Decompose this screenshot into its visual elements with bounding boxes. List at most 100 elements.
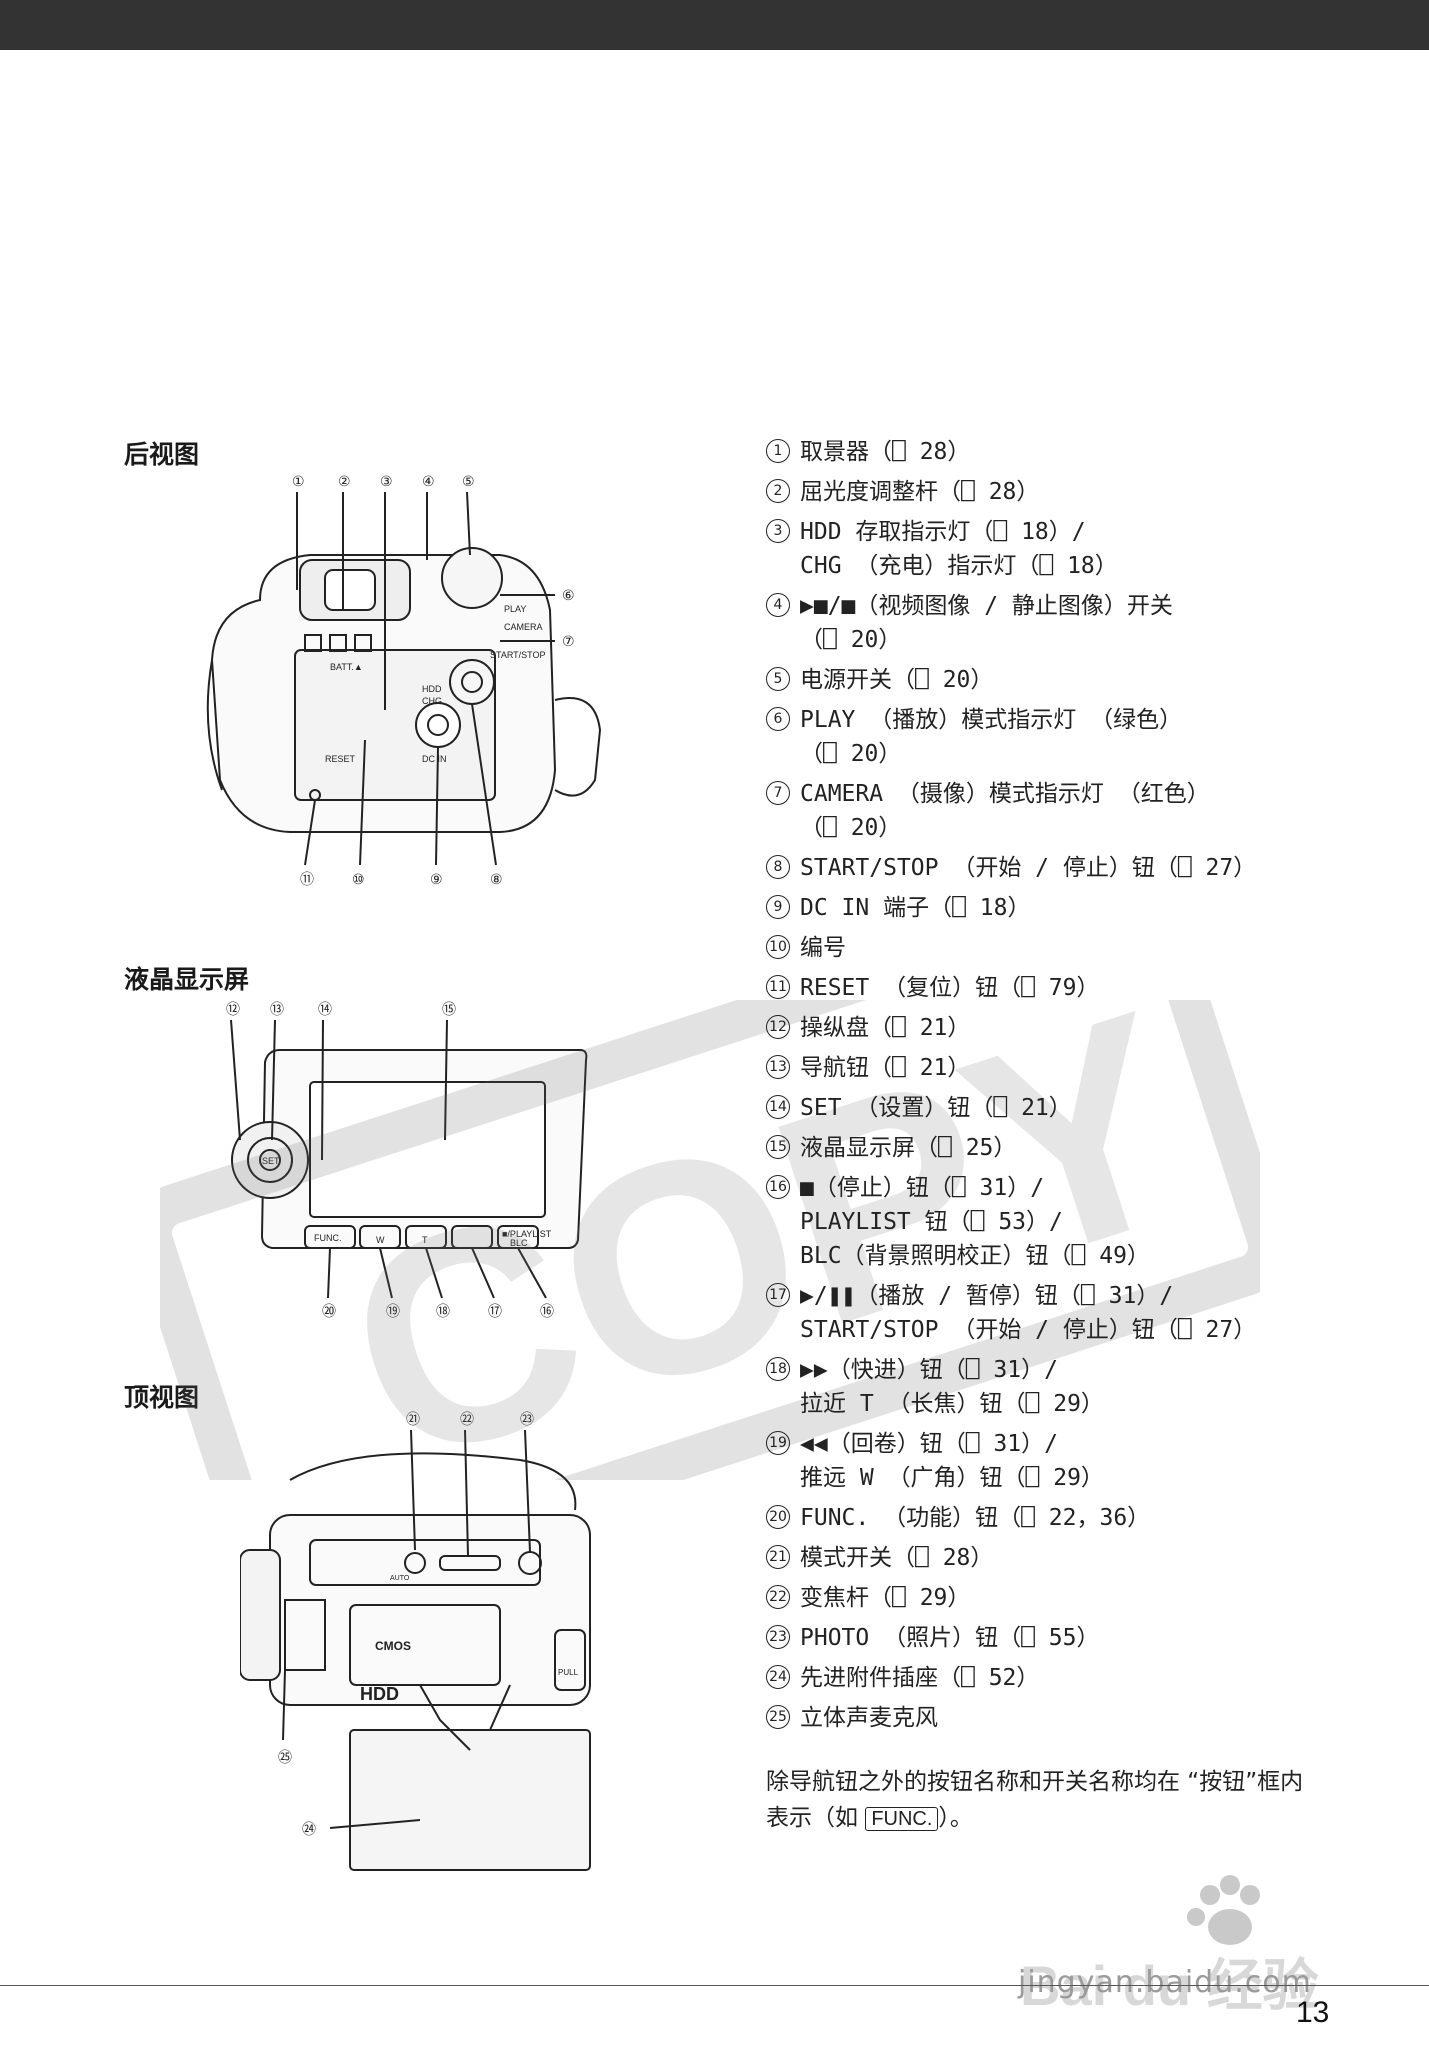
page-number: 13 bbox=[1296, 1996, 1330, 2029]
set-label: SET bbox=[262, 1156, 280, 1166]
legend-text: 取景器（⎕ 28） bbox=[800, 439, 971, 465]
legend-text: SET （设置）钮（⎕ 21） bbox=[800, 1095, 1072, 1121]
svg-text:⑯: ⑯ bbox=[540, 1304, 554, 1320]
start-stop-label: START/STOP bbox=[490, 650, 546, 660]
playlist-label: ■/PLAYLIST bbox=[502, 1229, 552, 1239]
svg-text:⑮: ⑮ bbox=[442, 1002, 456, 1018]
svg-text:㉒: ㉒ bbox=[460, 1412, 474, 1428]
legend-text: 立体声麦克风 bbox=[800, 1705, 938, 1731]
legend-number: 10 bbox=[766, 935, 790, 959]
legend-text: ▶■/■（视频图像 / 静止图像）开关 bbox=[800, 593, 1173, 619]
legend-number: 2 bbox=[766, 479, 790, 503]
legend-item: 18▶▶（快进）钮（⎕ 31）/拉近 T （长焦）钮（⎕ 29） bbox=[766, 1353, 1306, 1427]
legend-text: PHOTO （照片）钮（⎕ 55） bbox=[800, 1625, 1100, 1651]
svg-text:⑫: ⑫ bbox=[226, 1002, 240, 1018]
pull-label: PULL bbox=[558, 1668, 579, 1677]
legend-item: 5 电源开关（⎕ 20） bbox=[766, 663, 1306, 703]
legend-text: 电源开关（⎕ 20） bbox=[800, 667, 994, 693]
legend-text: PLAYLIST 钮（⎕ 53）/ bbox=[800, 1209, 1063, 1235]
legend-number: 5 bbox=[766, 667, 790, 691]
legend-text: BLC（背景照明校正）钮（⎕ 49） bbox=[800, 1243, 1150, 1269]
play-label: PLAY bbox=[504, 604, 526, 614]
legend-number: 4 bbox=[766, 593, 790, 617]
t-label: T bbox=[422, 1235, 428, 1245]
legend-text: 推远 W （广角）钮（⎕ 29） bbox=[800, 1465, 1104, 1491]
reset-label: RESET bbox=[325, 754, 356, 764]
legend-number: 12 bbox=[766, 1015, 790, 1039]
legend-text: ▶▶（快进）钮（⎕ 31）/ bbox=[800, 1357, 1058, 1383]
legend-item: 25 立体声麦克风 bbox=[766, 1701, 1306, 1741]
legend-number: 3 bbox=[766, 519, 790, 543]
dc-in-label: DC IN bbox=[422, 754, 447, 764]
section-title-lcd: 液晶显示屏 bbox=[124, 965, 250, 994]
legend-item: 17▶/❚❚（播放 / 暂停）钮（⎕ 31）/START/STOP （开始 / … bbox=[766, 1279, 1306, 1353]
legend-item: 16 ■（停止）钮（⎕ 31）/ PLAYLIST 钮（⎕ 53）/ BLC（背景照明… bbox=[766, 1171, 1306, 1279]
legend-text: ■（停止）钮（⎕ 31）/ bbox=[800, 1175, 1045, 1201]
legend-number: 19 bbox=[766, 1431, 790, 1455]
svg-text:⑰: ⑰ bbox=[488, 1304, 502, 1320]
legend-item: 22 变焦杆（⎕ 29） bbox=[766, 1581, 1306, 1621]
legend-text: 导航钮（⎕ 21） bbox=[800, 1055, 971, 1081]
hdd-logo: HDD bbox=[360, 1684, 399, 1704]
legend-text: 液晶显示屏（⎕ 25） bbox=[800, 1135, 1017, 1161]
svg-text:⑥: ⑥ bbox=[562, 588, 575, 604]
legend-number: 25 bbox=[766, 1705, 790, 1729]
legend-text: （⎕ 20） bbox=[800, 815, 902, 841]
svg-text:⑱: ⑱ bbox=[436, 1304, 450, 1320]
legend-number: 1 bbox=[766, 439, 790, 463]
legend-item: 19 ◀◀（回卷）钮（⎕ 31）/ 推远 W （广角）钮（⎕ 29） bbox=[766, 1427, 1306, 1501]
footer-rule bbox=[0, 1985, 1429, 1986]
svg-text:⑩: ⑩ bbox=[352, 872, 365, 888]
batt-label: BATT.▲ bbox=[330, 662, 363, 672]
svg-text:⑦: ⑦ bbox=[562, 634, 575, 650]
legend-text: START/STOP （开始 / 停止）钮（⎕ 27） bbox=[800, 1317, 1257, 1343]
legend-number: 21 bbox=[766, 1545, 790, 1569]
svg-text:㉑: ㉑ bbox=[406, 1412, 420, 1428]
legend-text: HDD 存取指示灯（⎕ 18）/ bbox=[800, 519, 1086, 545]
svg-text:⑬: ⑬ bbox=[270, 1002, 284, 1018]
cmos-label: CMOS bbox=[375, 1639, 411, 1653]
svg-text:⑲: ⑲ bbox=[386, 1304, 400, 1320]
svg-text:①: ① bbox=[292, 474, 305, 490]
legend-item: 7 CAMERA （摄像）模式指示灯 （红色） （⎕ 20） bbox=[766, 777, 1306, 851]
svg-text:③: ③ bbox=[380, 474, 393, 490]
svg-text:㉓: ㉓ bbox=[520, 1412, 534, 1428]
legend-text: （⎕ 20） bbox=[800, 627, 902, 653]
legend-item: 1 取景器（⎕ 28） bbox=[766, 435, 1306, 475]
section-title-top-view: 顶视图 bbox=[124, 1383, 200, 1412]
legend-text: 屈光度调整杆（⎕ 28） bbox=[800, 479, 1040, 505]
legend-text: ◀◀（回卷）钮（⎕ 31）/ bbox=[800, 1431, 1058, 1457]
legend-text: 变焦杆（⎕ 29） bbox=[800, 1585, 971, 1611]
camera-label: CAMERA bbox=[504, 622, 543, 632]
legend-number: 18 bbox=[766, 1357, 790, 1381]
legend-text: （⎕ 20） bbox=[800, 741, 902, 767]
legend-number: 15 bbox=[766, 1135, 790, 1159]
func-label: FUNC. bbox=[314, 1233, 342, 1243]
svg-text:⑤: ⑤ bbox=[462, 474, 475, 490]
legend-text: ▶/❚❚（播放 / 暂停）钮（⎕ 31）/ bbox=[800, 1283, 1174, 1309]
legend-text: CAMERA （摄像）模式指示灯 （红色） bbox=[800, 781, 1210, 807]
note-text: 除导航钮之外的按钮名称和开关名称均在 “按钮”框内表示（如 FUNC.）。 bbox=[766, 1769, 1304, 1831]
auto-label: AUTO bbox=[390, 1575, 410, 1582]
legend-number: 22 bbox=[766, 1585, 790, 1609]
svg-text:⑭: ⑭ bbox=[318, 1002, 332, 1018]
legend-number: 8 bbox=[766, 855, 790, 879]
legend-number: 16 bbox=[766, 1175, 790, 1199]
legend-text: 操纵盘（⎕ 21） bbox=[800, 1015, 971, 1041]
legend-number: 7 bbox=[766, 781, 790, 805]
chg-label: CHG bbox=[422, 696, 442, 706]
legend-item: 15 液晶显示屏（⎕ 25） bbox=[766, 1131, 1306, 1171]
